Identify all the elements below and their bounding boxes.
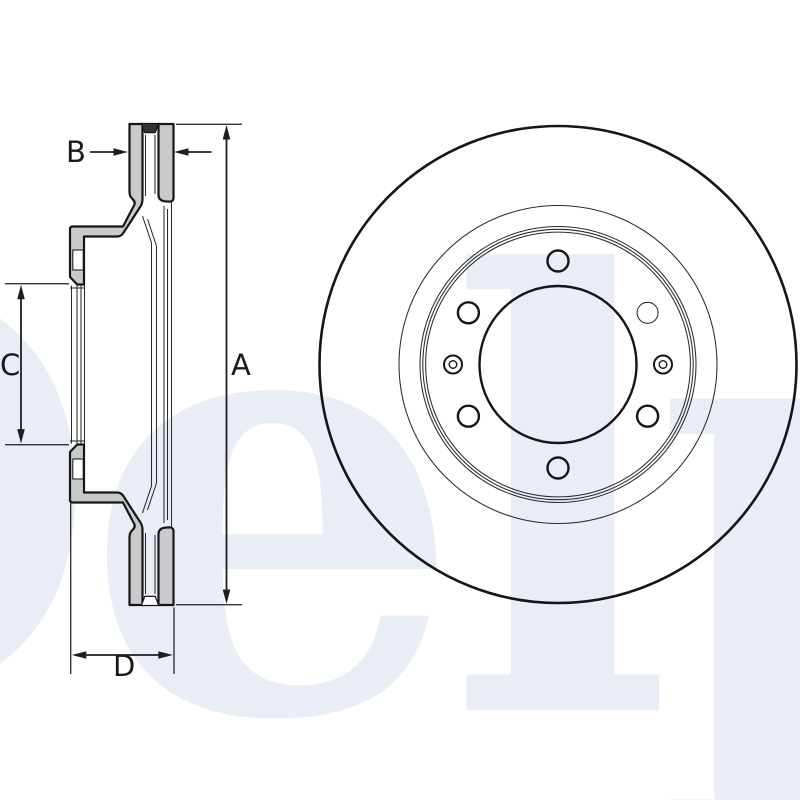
dimension-c-label: C bbox=[0, 348, 20, 382]
vent-slot-section bbox=[140, 122, 160, 134]
bolt-hole bbox=[456, 301, 481, 325]
dimensions: A B C D bbox=[0, 123, 251, 683]
dimension-a: A bbox=[176, 123, 251, 606]
hub-edge-circle-middle bbox=[422, 228, 694, 501]
mounting-bolt-hole-section bbox=[72, 249, 84, 271]
center-bore-circle bbox=[478, 284, 638, 445]
dimension-d-label: D bbox=[113, 649, 135, 683]
watermark-text: Delphi bbox=[0, 147, 800, 800]
arrowhead-down bbox=[17, 429, 25, 444]
section-view bbox=[68, 122, 175, 607]
bolt-hole-thin bbox=[636, 301, 659, 324]
dimension-d: D bbox=[70, 503, 175, 683]
dimension-c: C bbox=[0, 283, 69, 446]
arrowhead-down bbox=[222, 589, 231, 604]
outer-plate-section bbox=[157, 122, 175, 203]
outer-plate-section bbox=[157, 526, 175, 607]
arrowhead-left bbox=[71, 651, 87, 659]
section-visible-edges bbox=[70, 135, 173, 594]
hub-edge-circle-inner bbox=[425, 231, 691, 498]
front-view bbox=[318, 124, 798, 605]
section-bottom-half bbox=[68, 443, 175, 607]
pilot-hole-left bbox=[443, 354, 463, 375]
arrowhead-up bbox=[17, 284, 25, 300]
arrowhead-left bbox=[174, 148, 189, 156]
pilot-hole-right bbox=[653, 354, 673, 375]
bolt-hole bbox=[456, 404, 481, 428]
arrowhead-up bbox=[222, 125, 231, 140]
dimension-a-label: A bbox=[231, 348, 251, 382]
mounting-bolt-hole-section bbox=[72, 458, 84, 480]
watermark: Delphi bbox=[0, 147, 800, 800]
bolt-hole bbox=[546, 456, 570, 480]
outer-diameter-circle bbox=[318, 124, 798, 605]
bolt-hole bbox=[635, 404, 660, 428]
arrowhead-right bbox=[158, 651, 173, 659]
hub-edge-circle-outer bbox=[419, 225, 697, 504]
vent-slot-section bbox=[140, 595, 160, 607]
friction-surface-circle bbox=[398, 204, 718, 525]
dimension-b-label: B bbox=[66, 135, 86, 169]
arrowhead-right bbox=[113, 148, 128, 156]
dimension-b: B bbox=[66, 135, 212, 169]
section-top-half bbox=[68, 122, 175, 286]
bolt-hole bbox=[546, 249, 570, 273]
